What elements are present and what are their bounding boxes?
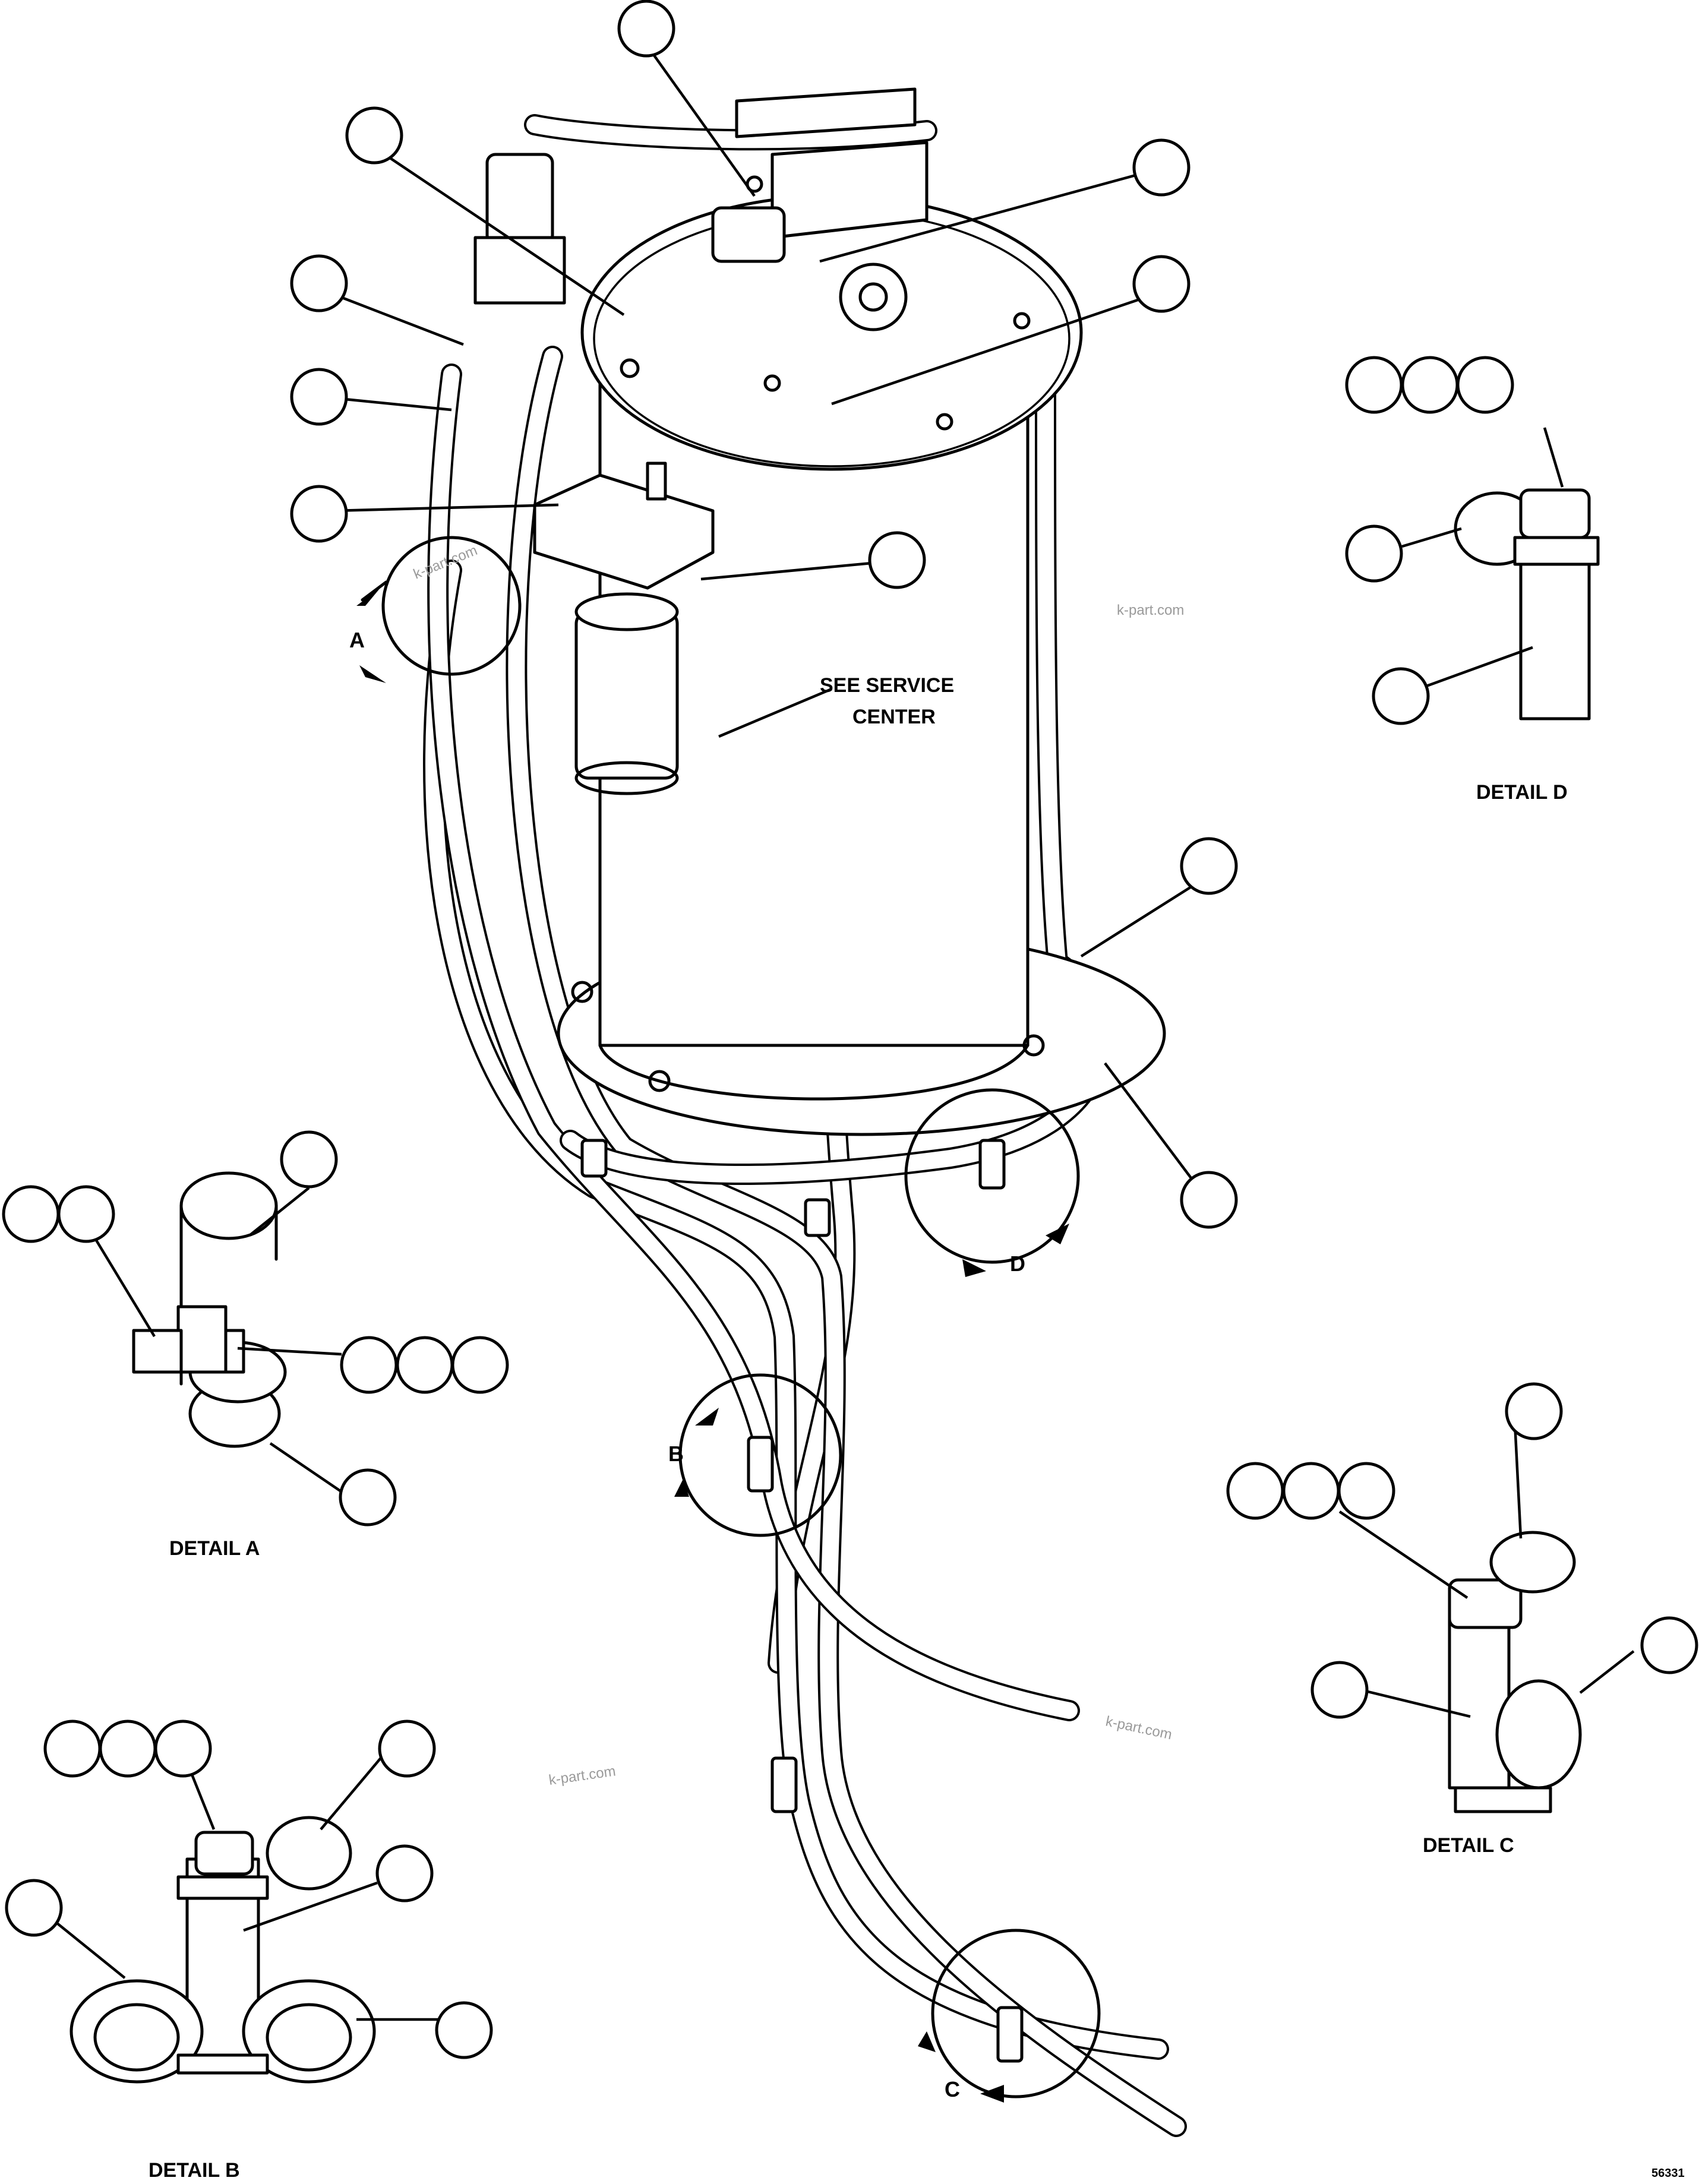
callout-bubble [5,1879,63,1937]
callout-bubble [290,254,348,312]
callout-bubble [1345,524,1403,583]
callout-bubble [1226,1462,1284,1520]
callout-bubble [1310,1661,1369,1719]
detail-d-title: DETAIL D [1476,781,1568,804]
view-marker-d: D [904,1088,1080,1277]
see-service-center-line1: SEE SERVICE [820,674,954,697]
callout-bubble [345,106,403,165]
callout-bubble [43,1720,102,1778]
callout-bubble [1132,255,1190,313]
detail-b-drawing [70,1816,376,2084]
callout-bubble [1401,356,1459,414]
callout-bubble [1132,138,1190,197]
watermark-3: k-part.com [1104,1713,1173,1743]
callout-bubble [57,1185,115,1243]
callout-bubble [290,368,348,426]
detail-c-title: DETAIL C [1423,1834,1514,1857]
text-labels: SEE SERVICE CENTER DETAIL A DETAIL B DET… [149,674,1685,2182]
callout-bubble [290,485,348,543]
callout-bubble [2,1185,60,1243]
callout-bubble [1337,1462,1395,1520]
see-service-center-line2: CENTER [852,706,936,728]
view-label-d: D [1010,1251,1025,1276]
callout-leaders [46,43,1635,2021]
view-marker-c: C [918,1929,1101,2103]
callout-bubble [154,1720,212,1778]
figure-number: 56331 [1651,2167,1685,2180]
callout-bubble [378,1720,436,1778]
callout-bubble [99,1720,157,1778]
callout-bubble [339,1468,397,1526]
callout-bubble [451,1336,509,1394]
callout-bubble [1180,1171,1238,1229]
callout-bubbles [2,0,1698,2059]
callout-bubble [1456,356,1514,414]
callout-bubble [375,1844,434,1902]
detail-c-drawing [1448,1531,1582,1813]
hydraulic-tank [557,175,1166,1136]
view-marker-b: B [668,1373,842,1537]
callout-bubble [280,1130,338,1189]
detail-a-title: DETAIL A [169,1537,260,1560]
view-marker-a: A [349,536,522,683]
callout-bubble [1372,667,1430,725]
callout-bubble [340,1336,398,1394]
callout-bubble [617,0,675,58]
callout-bubble [1180,837,1238,895]
callout-bubble [1505,1382,1563,1440]
callout-bubble [435,2001,493,2059]
clamp-markers [580,1139,1024,2063]
detail-b-title: DETAIL B [149,2159,240,2182]
watermark-4: k-part.com [548,1763,617,1788]
callout-bubble [1345,356,1403,414]
detail-d-drawing [1454,488,1600,720]
view-label-b: B [668,1442,684,1466]
callout-bubble [396,1336,454,1394]
view-label-c: C [945,2077,960,2101]
watermark-2: k-part.com [1117,602,1184,618]
return-filter [533,462,715,795]
callout-bubble [868,531,926,589]
valve-block [473,87,929,331]
callout-bubble [1640,1616,1698,1674]
detail-a-drawing [132,1171,287,1448]
view-label-a: A [349,628,365,652]
callout-bubble [1282,1462,1340,1520]
